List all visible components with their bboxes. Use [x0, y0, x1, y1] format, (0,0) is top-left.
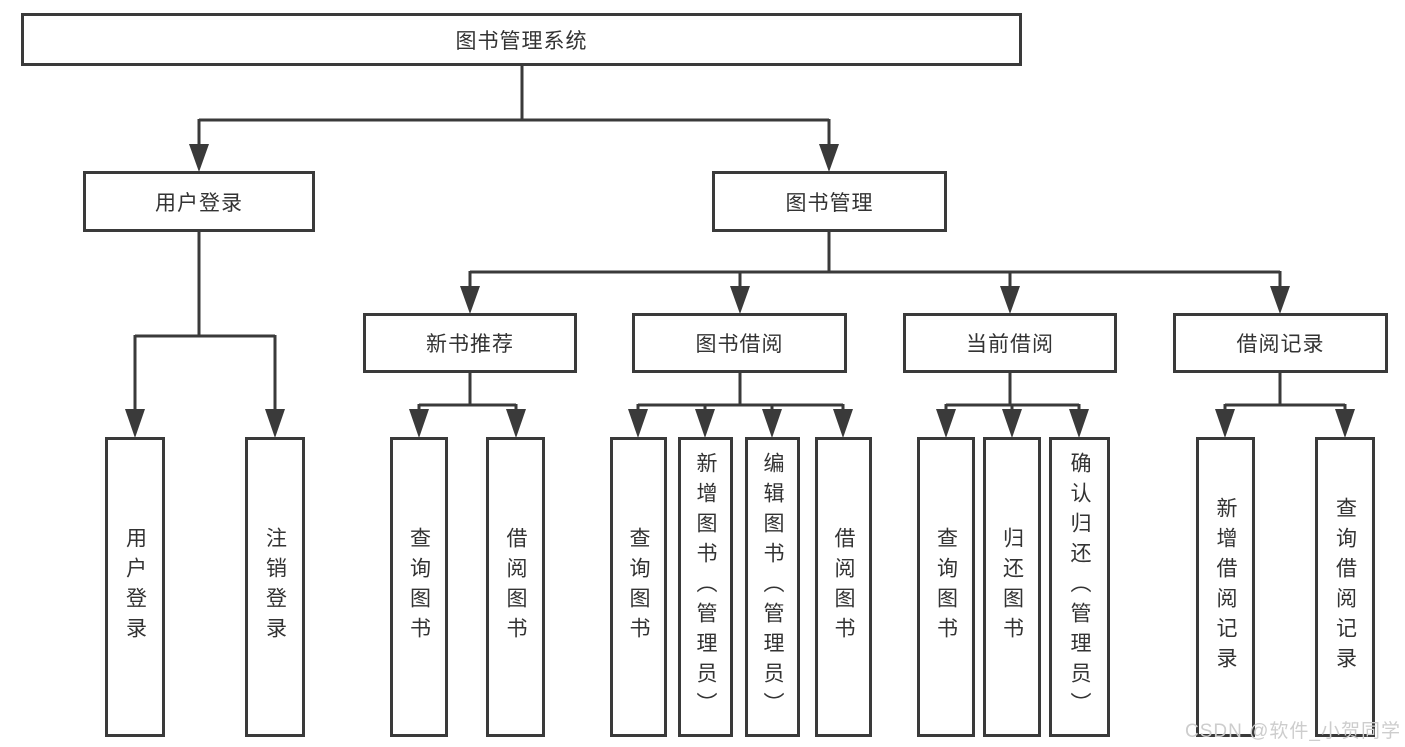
node-borrowing-records: 借阅记录 [1173, 313, 1388, 373]
node-current-borrowing: 当前借阅 [903, 313, 1117, 373]
leaf-add-borrow-record: 新增借阅记录 [1196, 437, 1255, 737]
leaf-borrowing-query-books: 查询图书 [610, 437, 667, 737]
leaf-current-query-books: 查询图书 [917, 437, 975, 737]
leaf-query-borrow-record: 查询借阅记录 [1315, 437, 1375, 737]
leaf-user-login: 用户登录 [105, 437, 165, 737]
leaf-return-books: 归还图书 [983, 437, 1041, 737]
leaf-borrowing-borrow-books: 借阅图书 [815, 437, 872, 737]
watermark: CSDN @软件_小贺同学 [1185, 721, 1401, 742]
node-user-login: 用户登录 [83, 171, 315, 232]
leaf-edit-books-admin: 编辑图书（管理员） [745, 437, 800, 737]
node-new-book-recommend: 新书推荐 [363, 313, 577, 373]
node-book-management: 图书管理 [712, 171, 947, 232]
leaf-recommend-borrow-books: 借阅图书 [486, 437, 545, 737]
arrowheads [125, 144, 1355, 438]
leaf-logout: 注销登录 [245, 437, 305, 737]
leaf-recommend-query-books: 查询图书 [390, 437, 448, 737]
node-book-borrowing: 图书借阅 [632, 313, 847, 373]
node-root: 图书管理系统 [21, 13, 1022, 66]
leaf-add-books-admin: 新增图书（管理员） [678, 437, 733, 737]
leaf-confirm-return-admin: 确认归还（管理员） [1049, 437, 1110, 737]
